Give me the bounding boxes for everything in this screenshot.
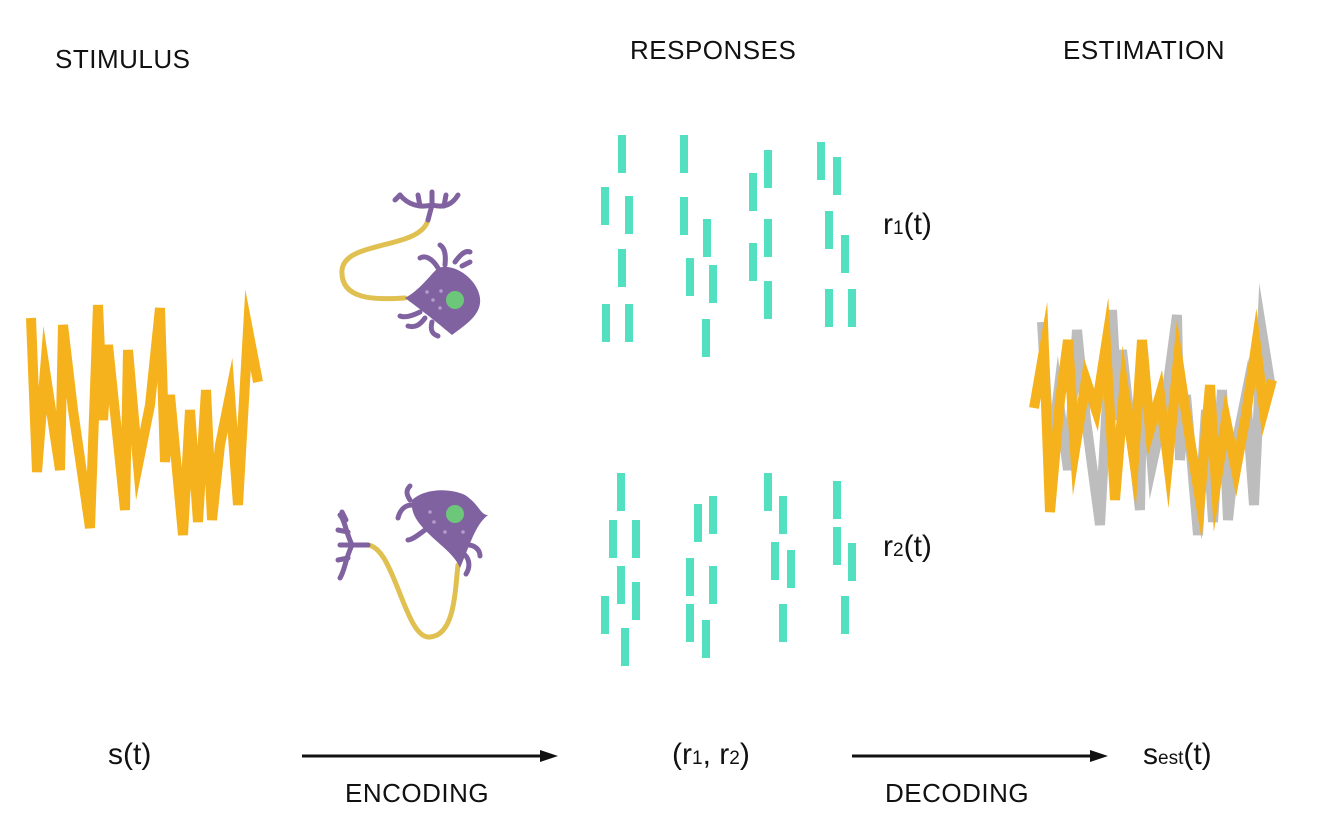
neuron-icon bbox=[339, 189, 481, 339]
stimulus-trace bbox=[26, 289, 263, 536]
response-pair-symbol: (r1, r2) bbox=[672, 738, 750, 771]
r2-label: r2(t) bbox=[883, 530, 932, 563]
stimulus-symbol: s(t) bbox=[108, 738, 152, 771]
estimation-header: ESTIMATION bbox=[1063, 35, 1225, 65]
decoding-arrow bbox=[852, 750, 1108, 762]
r1-label: r1(t) bbox=[883, 208, 932, 241]
decoding-label: DECODING bbox=[885, 778, 1030, 808]
stimulus-header: STIMULUS bbox=[55, 44, 191, 74]
estimated-stimulus-trace bbox=[1029, 297, 1277, 540]
encoding-arrow bbox=[302, 750, 558, 762]
spike-raster-2 bbox=[601, 473, 856, 666]
neuron-icon bbox=[335, 483, 488, 640]
responses-header: RESPONSES bbox=[630, 35, 797, 65]
estimate-symbol: sest(t) bbox=[1143, 738, 1212, 771]
spike-raster-1 bbox=[601, 135, 856, 357]
encoding-label: ENCODING bbox=[345, 778, 490, 808]
